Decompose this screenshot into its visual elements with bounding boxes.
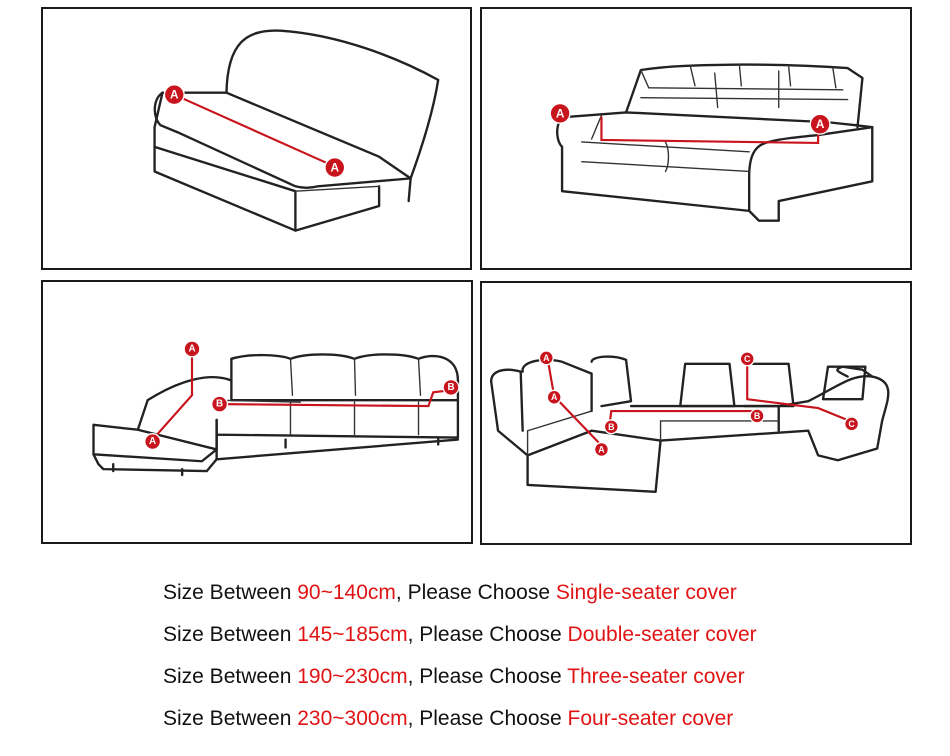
size-range: 145~185cm — [297, 623, 408, 646]
svg-text:C: C — [848, 419, 855, 429]
marker-a: A — [593, 441, 610, 458]
cover-type: Single-seater cover — [555, 581, 737, 604]
four-seater-drawing: A A A B B C C — [489, 350, 890, 493]
svg-text:A: A — [816, 117, 825, 131]
svg-text:A: A — [543, 353, 550, 363]
svg-text:B: B — [447, 382, 454, 393]
three-seater-drawing: A A B B — [92, 340, 460, 477]
svg-text:A: A — [188, 343, 195, 354]
size-range: 230~300cm — [297, 707, 408, 730]
svg-text:A: A — [149, 436, 156, 447]
caption-four-seater: Size Between 230~300cm, Please Choose Fo… — [163, 704, 923, 746]
svg-text:A: A — [556, 106, 565, 120]
caption-prefix: Size Between — [163, 581, 298, 604]
svg-text:A: A — [331, 161, 340, 175]
svg-text:A: A — [170, 88, 179, 102]
svg-text:B: B — [216, 399, 223, 410]
size-range: 190~230cm — [297, 665, 408, 688]
marker-c: C — [739, 351, 755, 367]
marker-a: A — [163, 84, 185, 106]
marker-b: B — [211, 395, 229, 413]
marker-a: A — [546, 389, 562, 405]
double-seater-drawing: A A — [549, 63, 874, 222]
marker-b: B — [442, 378, 460, 396]
marker-a: A — [538, 350, 554, 366]
caption-prefix: Size Between — [163, 665, 298, 688]
four-seater-diagram: A A A B B C C — [480, 281, 912, 545]
caption-prefix: Size Between — [163, 707, 298, 730]
caption-three-seater: Size Between 190~230cm, Please Choose Th… — [163, 662, 923, 704]
marker-a: A — [144, 432, 162, 451]
svg-text:A: A — [598, 444, 605, 454]
caption-middle: , Please Choose — [407, 665, 568, 688]
double-seater-diagram: A A — [480, 7, 912, 270]
svg-text:B: B — [754, 411, 760, 421]
caption-middle: , Please Choose — [407, 707, 568, 730]
caption-middle: , Please Choose — [407, 623, 568, 646]
cover-type: Three-seater cover — [567, 665, 745, 688]
caption-double-seater: Size Between 145~185cm, Please Choose Do… — [163, 620, 923, 662]
size-guide-captions: Size Between 90~140cm, Please Choose Sin… — [163, 578, 923, 746]
marker-a: A — [549, 102, 571, 124]
svg-text:C: C — [744, 354, 751, 364]
caption-single-seater: Size Between 90~140cm, Please Choose Sin… — [163, 578, 923, 620]
marker-a: A — [809, 113, 831, 135]
svg-text:A: A — [551, 392, 558, 402]
marker-b: B — [749, 408, 765, 424]
marker-a: A — [183, 340, 201, 358]
svg-text:B: B — [608, 422, 614, 432]
single-seater-drawing: A A — [153, 29, 440, 232]
three-seater-diagram: A A B B — [41, 280, 473, 544]
cover-type: Four-seater cover — [567, 707, 734, 730]
marker-c: C — [844, 416, 860, 432]
marker-b: B — [603, 419, 619, 435]
size-range: 90~140cm — [297, 581, 396, 604]
marker-a: A — [324, 157, 346, 179]
caption-prefix: Size Between — [163, 623, 298, 646]
caption-middle: , Please Choose — [395, 581, 556, 604]
cover-type: Double-seater cover — [567, 623, 757, 646]
single-seater-diagram: A A — [41, 7, 472, 270]
